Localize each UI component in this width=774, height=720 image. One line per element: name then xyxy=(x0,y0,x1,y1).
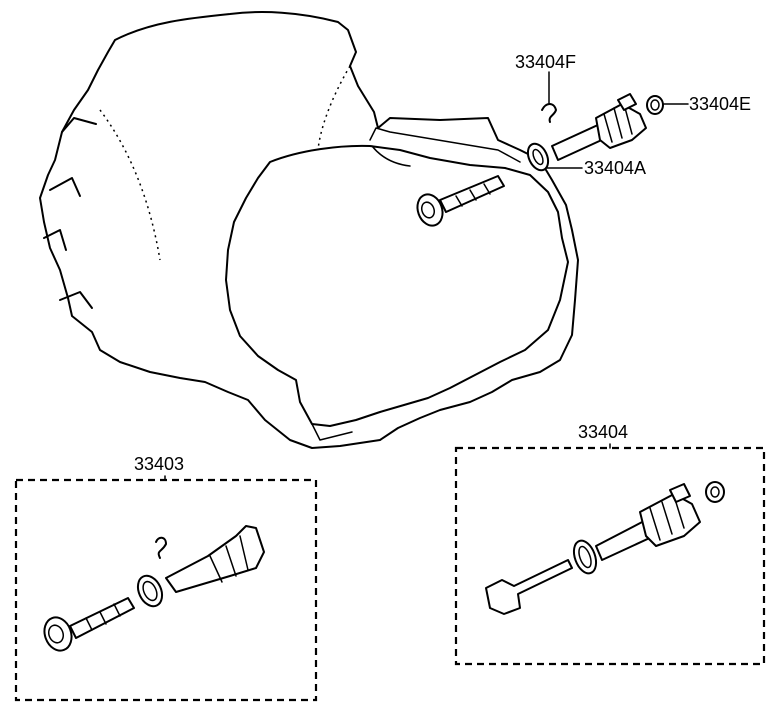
kit-33403-box xyxy=(14,478,318,702)
driven-gear-installed xyxy=(416,175,505,227)
label-33404A: 33404A xyxy=(584,158,646,178)
driven-gear-kit-parts xyxy=(43,525,265,652)
label-33403: 33403 xyxy=(134,454,184,474)
label-33404F: 33404F xyxy=(515,52,576,72)
transmission-housing xyxy=(39,11,579,449)
label-33404: 33404 xyxy=(578,422,628,442)
sleeve-kit-parts xyxy=(485,481,725,615)
speedometer-sleeve-top xyxy=(526,93,664,172)
label-33404E: 33404E xyxy=(689,94,751,114)
kit-33404-box xyxy=(454,446,766,666)
